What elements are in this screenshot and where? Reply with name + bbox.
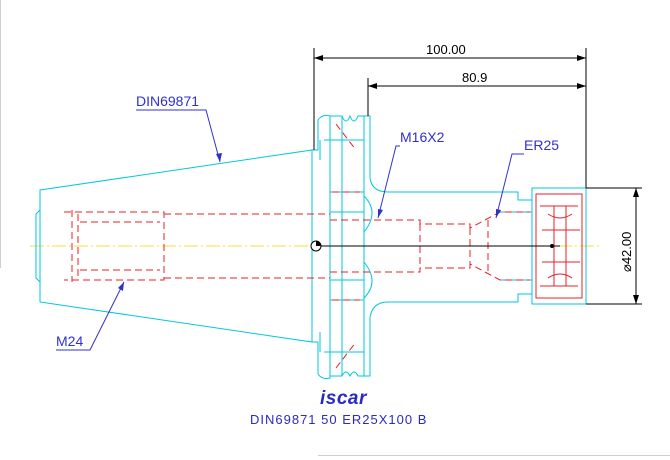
- iscar-logo-text: iscar: [320, 388, 368, 409]
- reference-ball-fill: [316, 241, 321, 246]
- callout-din69871: DIN69871: [136, 93, 222, 163]
- dim-gauge-length-text: 80.9: [462, 70, 487, 85]
- callout-m16x2-text: M16X2: [400, 129, 445, 145]
- dim-diameter: ⌀42.00: [586, 187, 642, 305]
- callout-er25-text: ER25: [524, 137, 559, 153]
- callout-m24: M24: [56, 281, 125, 351]
- drawing-title: DIN69871 50 ER25X100 B: [250, 412, 427, 427]
- iscar-logo: iscar: [320, 388, 368, 409]
- dim-gauge-length: 80.9: [367, 70, 586, 116]
- callout-din69871-text: DIN69871: [136, 93, 199, 109]
- dim-overall-length: 100.00: [313, 42, 587, 188]
- callout-m24-text: M24: [56, 333, 83, 349]
- rear-bore-hidden: [64, 210, 330, 282]
- callout-m16x2: M16X2: [377, 129, 445, 219]
- callout-er25: ER25: [495, 137, 559, 219]
- dim-overall-length-text: 100.00: [426, 42, 466, 57]
- dim-diameter-text: ⌀42.00: [619, 232, 634, 272]
